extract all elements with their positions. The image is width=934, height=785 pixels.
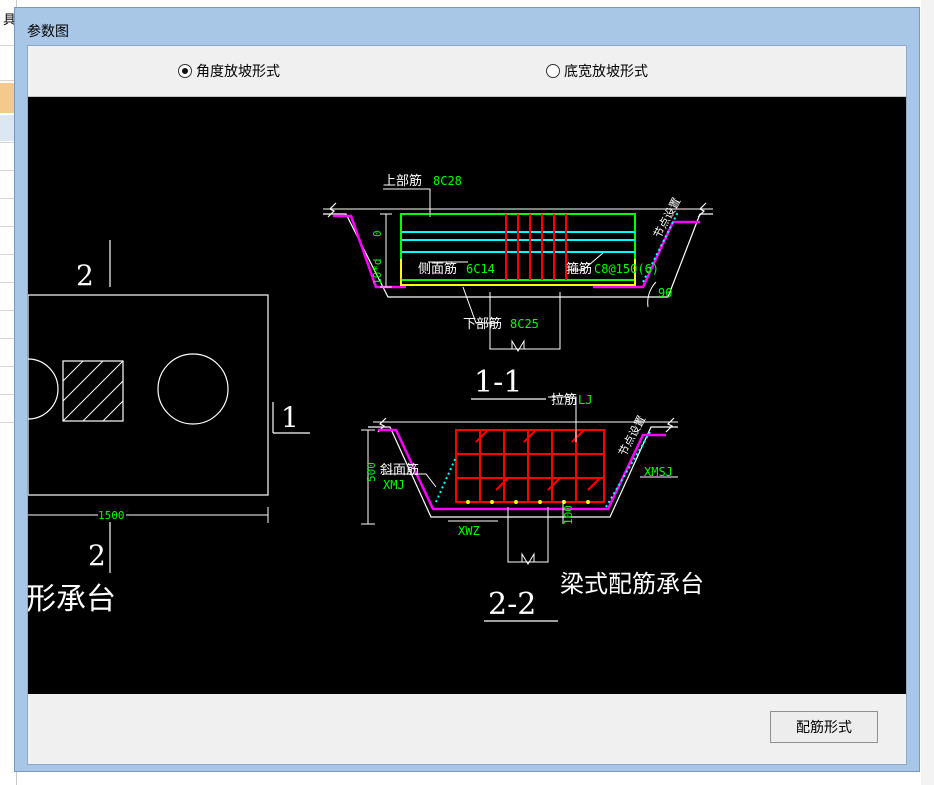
section-1-slope-rebar-left	[333, 214, 406, 289]
diagram-main-title: 梁式配筋承台	[560, 570, 704, 598]
plan-section-mark-top: 2	[76, 259, 94, 292]
background-selected-row[interactable]	[0, 83, 16, 113]
plan-section-mark-right: 1	[281, 401, 299, 434]
slope-rebar-value: XMJ	[383, 478, 405, 492]
radio-angle-slope-label: 角度放坡形式	[196, 64, 280, 80]
pile-circle-left-partial	[28, 358, 59, 420]
column-hatch-box	[62, 360, 124, 422]
plan-caption: 形承台	[28, 582, 116, 617]
pile-cap-drawing: 2 2 1 1500 形承台	[28, 173, 713, 622]
section-2-grid-lines	[456, 429, 604, 502]
slope-rebar-label: 斜面筋	[380, 462, 419, 478]
section-1-outline	[323, 213, 713, 298]
plan-section-mark-bottom: 2	[88, 539, 106, 572]
angle-value: 90	[658, 286, 672, 300]
stirrup-value: C8@150(6)	[594, 262, 659, 276]
stirrup-label: 箍筋	[566, 261, 592, 277]
bottom-dim-100: 100	[562, 505, 575, 525]
diagram-canvas: 2 2 1 1500 形承台	[28, 97, 906, 694]
radio-checked-icon[interactable]	[178, 64, 192, 78]
section-2-rebar-grid	[455, 429, 605, 503]
section-2-2	[361, 396, 678, 622]
radio-angle-slope[interactable]: 角度放坡形式	[178, 61, 280, 81]
title-bar[interactable]: 参数图	[15, 8, 919, 45]
side-rebar-value: 6C14	[466, 262, 495, 276]
radio-unchecked-icon[interactable]	[546, 64, 560, 78]
xmsj-label: XMSJ	[644, 465, 673, 479]
bottom-rebar-label: 下部筋	[463, 316, 502, 332]
plan-dimension-label: 1500	[98, 509, 125, 522]
dim-10d: 10*d	[371, 259, 384, 286]
section-1-stirrups	[505, 214, 567, 280]
parameter-diagram-dialog: 参数图 角度放坡形式 底宽放坡形式	[14, 7, 920, 772]
xwz-label: XWZ	[458, 524, 480, 538]
plan-outline	[28, 294, 269, 496]
background-window-edge	[921, 0, 934, 785]
section-1-bottom-rebar	[400, 259, 636, 286]
section-2-outline	[368, 426, 678, 518]
height-dim-500: 500	[365, 462, 378, 482]
slope-mode-options: 角度放坡形式 底宽放坡形式	[28, 46, 906, 97]
tie-bar-value: LJ	[578, 393, 592, 407]
dialog-client-area: 角度放坡形式 底宽放坡形式	[27, 45, 907, 765]
plan-view	[28, 240, 310, 573]
section-1-1	[323, 188, 713, 400]
background-highlight-row[interactable]	[0, 115, 16, 141]
side-rebar-label: 侧面筋	[418, 261, 457, 277]
dialog-title: 参数图	[27, 24, 69, 40]
top-rebar-label: 上部筋	[383, 173, 422, 189]
section-1-slope-rebar-right	[593, 220, 700, 289]
section-2-2-label: 2-2	[488, 587, 536, 622]
radio-bottom-width-slope[interactable]: 底宽放坡形式	[546, 61, 648, 81]
dialog-bottom-bar: 配筋形式	[28, 694, 906, 764]
dim-zero: 0	[371, 230, 384, 237]
section-1-1-label: 1-1	[474, 365, 522, 400]
background-app-text-fragment: 具	[2, 13, 16, 28]
section-2-slope-rebar	[378, 428, 666, 511]
radio-bottom-width-slope-label: 底宽放坡形式	[564, 64, 648, 80]
top-rebar-value: 8C28	[433, 174, 462, 188]
pile-circle-right	[157, 353, 229, 425]
tie-bar-label: 拉筋	[551, 392, 577, 408]
rebar-form-button[interactable]: 配筋形式	[770, 711, 878, 743]
hatch-lines	[62, 360, 124, 422]
bottom-rebar-value: 8C25	[510, 317, 539, 331]
